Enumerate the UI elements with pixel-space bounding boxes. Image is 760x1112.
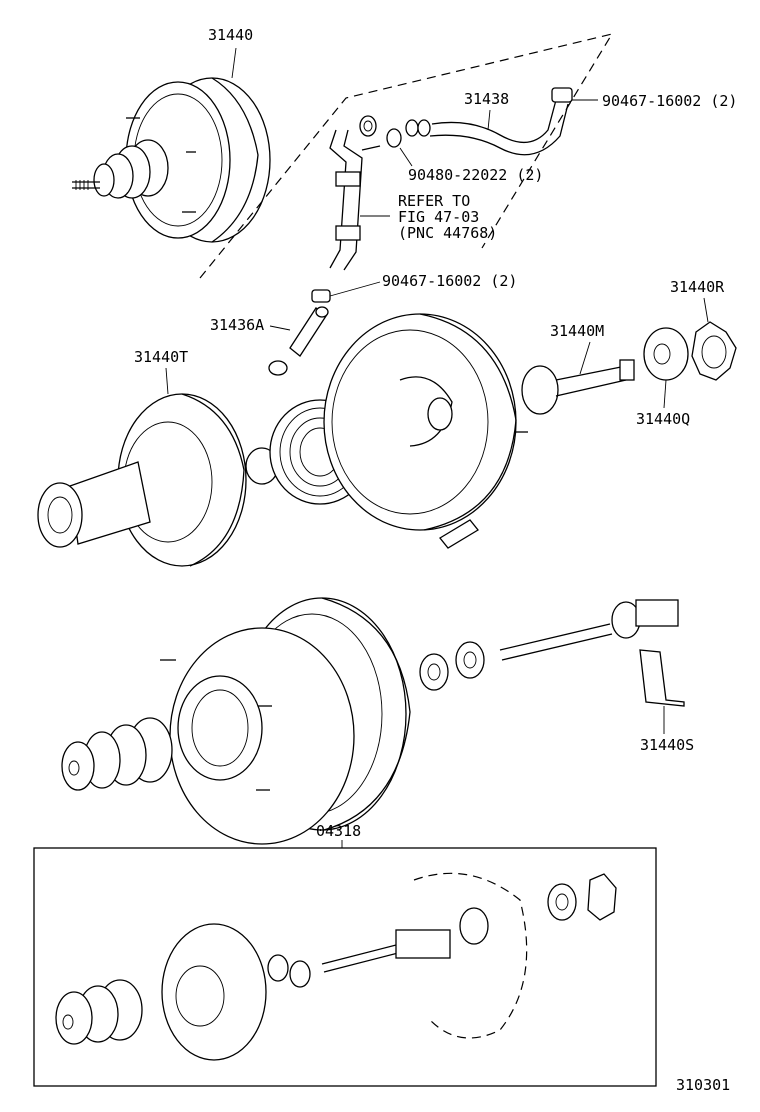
label-31440t: 31440T <box>134 348 188 366</box>
label-31438: 31438 <box>464 90 509 108</box>
label-04318: 04318 <box>316 822 361 840</box>
label-clip-left: 90467-16002 (2) <box>382 272 517 290</box>
plate-31440r <box>691 321 737 381</box>
valve-rod <box>499 599 679 661</box>
rod-31440m <box>521 359 635 415</box>
label-gasket: 90480-22022 (2) <box>408 166 543 184</box>
label-clip-right: 90467-16002 (2) <box>602 92 737 110</box>
label-refer-fig: FIG 47-03 <box>398 208 479 226</box>
booster-lower <box>61 597 411 845</box>
label-31440: 31440 <box>208 26 253 44</box>
tube-31436a <box>268 306 329 376</box>
vacuum-hose-group <box>311 87 573 303</box>
kit-box-04318 <box>33 847 657 1087</box>
key-31440s <box>639 649 685 707</box>
label-31440s: 31440S <box>640 736 694 754</box>
rear-shell-middle <box>323 313 528 549</box>
label-31440m: 31440M <box>550 322 604 340</box>
cover-31440t <box>37 393 247 567</box>
seals-middle <box>419 641 485 691</box>
label-refer-to: REFER TO <box>398 192 470 210</box>
kit-parts <box>55 872 617 1061</box>
booster-assembly-top <box>72 77 271 243</box>
label-31440q: 31440Q <box>636 410 690 428</box>
diagram-number: 310301 <box>676 1076 730 1094</box>
label-refer-pnc: (PNC 44768) <box>398 224 497 242</box>
hose-group-outline <box>199 33 614 279</box>
label-31436a: 31436A <box>210 316 264 334</box>
label-31440r: 31440R <box>670 278 725 296</box>
washer-31440q <box>643 327 689 381</box>
leader-31440 <box>231 47 237 79</box>
